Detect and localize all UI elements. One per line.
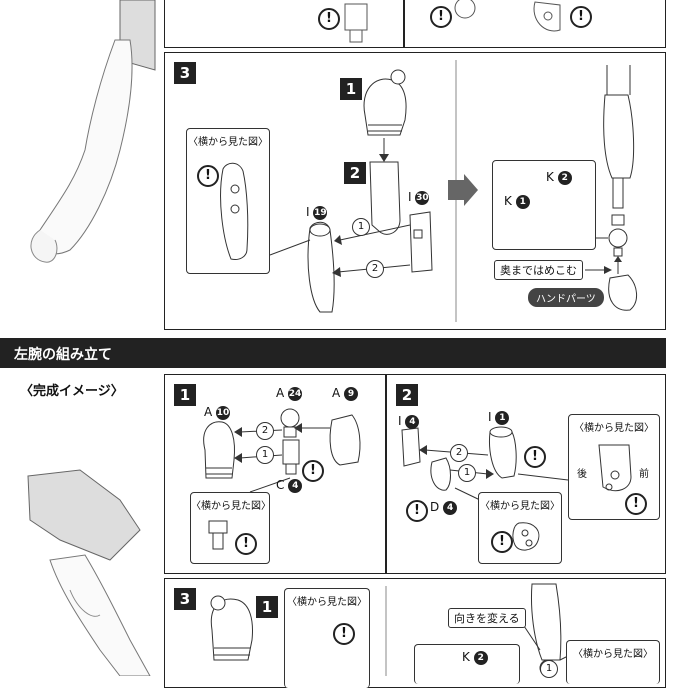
step-number-2-upper: 2 (344, 162, 366, 184)
part-label-A9: A 9 (332, 386, 359, 401)
order-mark-2: 2 (366, 260, 384, 278)
side-view-title: 〈横から見た図〉 (287, 597, 367, 608)
order-mark-1: 1 (458, 464, 476, 482)
caution-icon: ! (197, 165, 219, 187)
caution-icon: ! (491, 531, 513, 553)
side-view-title: 〈横から見た図〉 (188, 137, 268, 148)
step-number-1-lower: 1 (256, 596, 278, 618)
part-label-K2: K 2 (546, 170, 572, 185)
caution-icon: ! (406, 500, 428, 522)
part-label-A24: A 24 (276, 386, 303, 401)
part-label-I30: I 30 (408, 190, 430, 205)
order-mark-2: 2 (450, 444, 468, 462)
part-label-K1: K 1 (504, 194, 530, 209)
side-view-callout-step3b: 〈横から見た図〉 (566, 640, 660, 684)
side-view-callout-step1: 〈横から見た図〉 ! (190, 492, 271, 564)
side-view-callout-step2b: 〈横から見た図〉 後 前 ! (568, 414, 660, 520)
back-label: 後 (577, 469, 587, 480)
order-mark-1: 1 (540, 660, 558, 678)
side-view-callout-upper: 〈横から見た図〉 ! (186, 128, 270, 274)
completion-image-upper (0, 0, 160, 330)
part-label-I19: I 19 (306, 205, 328, 220)
part-label-I4: I 4 (398, 414, 420, 429)
order-mark-2: 2 (256, 422, 274, 440)
part-label-D4: D 4 (430, 500, 458, 515)
side-view-callout-step2a: 〈横から見た図〉 ! (478, 492, 562, 564)
k-parts-callout (492, 160, 596, 250)
order-mark-1: 1 (352, 218, 370, 236)
completion-label: 〈完成イメージ〉 (20, 384, 124, 399)
step-number: 1 (174, 384, 196, 406)
side-view-title: 〈横から見た図〉 (191, 501, 271, 512)
caution-icon: ! (430, 6, 452, 28)
front-label: 前 (639, 469, 649, 480)
part-label-K2-lower: K 2 (462, 650, 488, 665)
caution-icon: ! (524, 446, 546, 468)
step-number-1-upper: 1 (340, 78, 362, 100)
caution-icon: ! (625, 493, 647, 515)
caution-icon: ! (235, 533, 257, 555)
caution-icon: ! (302, 460, 324, 482)
side-view-title: 〈横から見た図〉 (574, 423, 654, 434)
order-mark-1: 1 (256, 446, 274, 464)
section-header: 左腕の組み立て (0, 338, 666, 368)
part-label-A10: A 10 (204, 405, 231, 420)
side-view-title: 〈横から見た図〉 (480, 501, 560, 512)
side-view-part-sketch (220, 162, 249, 260)
caution-icon: ! (333, 623, 355, 645)
step-number: 2 (396, 384, 418, 406)
side-view-part-sketch (512, 522, 540, 551)
hand-parts-label: ハンドパーツ (528, 288, 604, 307)
step-number: 3 (174, 62, 196, 84)
part-label-I1: I 1 (488, 410, 510, 425)
side-view-part-sketch (598, 444, 632, 492)
push-in-note: 奥まではめこむ (494, 260, 583, 280)
side-view-title: 〈横から見た図〉 (573, 649, 653, 660)
part-label-C4: C 4 (276, 478, 303, 493)
caution-icon: ! (318, 8, 340, 30)
side-view-callout-step3: 〈横から見た図〉 ! (284, 588, 370, 688)
step-number: 3 (174, 588, 196, 610)
top-parts-sketch (344, 0, 561, 43)
section-title: 左腕の組み立て (14, 347, 112, 363)
arm-illustration-upper (30, 0, 156, 263)
side-view-part-sketch (208, 520, 228, 550)
caution-icon: ! (570, 6, 592, 28)
change-direction-note: 向きを変える (448, 608, 526, 628)
